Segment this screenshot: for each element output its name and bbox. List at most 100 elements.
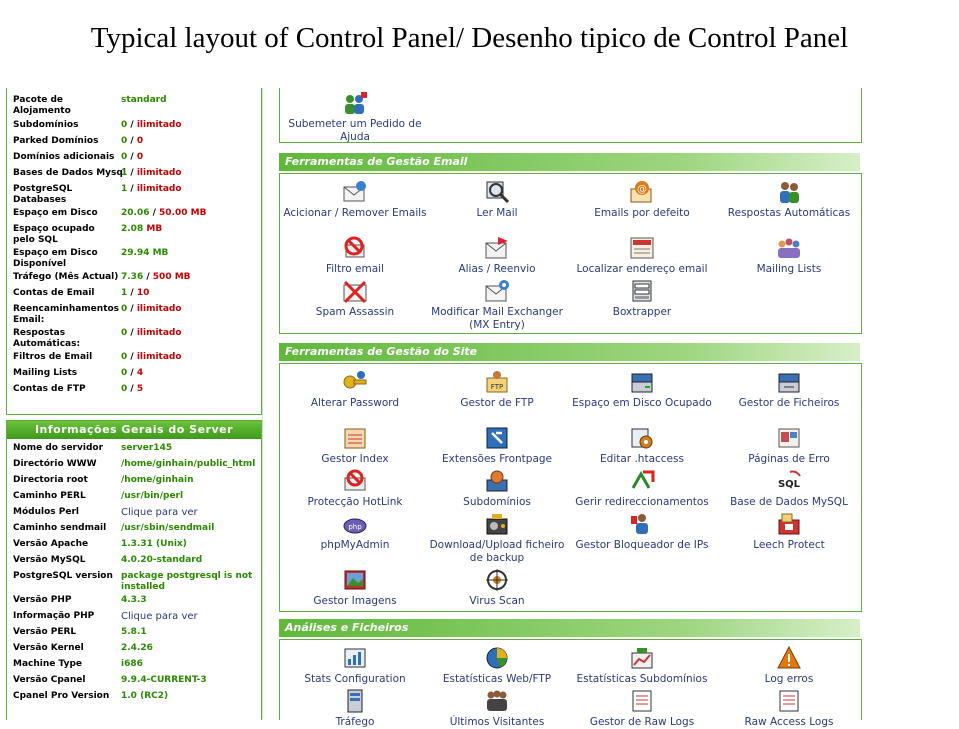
tool-alias-forward[interactable]: Alias / Reenvio (424, 235, 570, 276)
svg-text:@: @ (637, 184, 647, 195)
tool-disk-usage[interactable]: Espaço em Disco Ocupado (569, 369, 715, 410)
tool-find-email[interactable]: Localizar endereço email (569, 235, 715, 276)
info-label: Machine Type (13, 659, 82, 669)
tool-file-manager[interactable]: Gestor de Ficheiros (716, 369, 862, 410)
tool-virus-scan[interactable]: Virus Scan (424, 567, 570, 608)
stat-limit: 0 (136, 152, 144, 162)
svg-text:php: php (348, 523, 362, 531)
tool-change-password[interactable]: Alterar Password (282, 369, 428, 410)
tool-label: Estatísticas Subdomínios (576, 673, 708, 685)
pie-chart-icon (484, 645, 510, 671)
info-value: 1.3.31 (Unix) (121, 539, 187, 549)
tool-subdomains[interactable]: Subdomínios (424, 468, 570, 509)
section-title: Ferramentas de Gestão do Site (285, 345, 478, 358)
stat-separator: / (130, 384, 134, 394)
tool-redirects[interactable]: Gerir redireccionamentos (569, 468, 715, 509)
stat-separator: / (130, 136, 134, 146)
tool-label: Log erros (764, 673, 814, 685)
stat-label: Espaço em Disco (13, 208, 98, 218)
info-value: /usr/bin/perl (121, 491, 184, 501)
stat-label: Espaço ocupado pelo SQL (13, 224, 95, 245)
tool-error-log[interactable]: Log erros (716, 645, 862, 686)
tool-email-filter[interactable]: Filtro email (282, 235, 428, 276)
stat-label: Bases de Dados Mysql (13, 168, 126, 178)
tool-label: Leech Protect (753, 539, 825, 551)
account-stats-panel: Pacote de Alojamento standard Subdomínio… (6, 88, 262, 415)
magnifier-mail-icon (484, 179, 510, 205)
tool-index-manager[interactable]: Gestor Index (282, 425, 428, 466)
forward-mail-icon (484, 235, 510, 261)
server-traffic-icon (342, 688, 368, 714)
tool-ip-deny-manager[interactable]: Gestor Bloqueador de IPs (569, 511, 715, 552)
tool-edit-htaccess[interactable]: Editar .htaccess (569, 425, 715, 466)
tool-label: Virus Scan (469, 595, 525, 607)
stat-used: 0 (121, 384, 128, 394)
tool-boxtrapper[interactable]: Boxtrapper (569, 278, 715, 319)
stat-used: 20.06 (121, 208, 150, 218)
tool-label: Filtro email (325, 263, 385, 275)
tool-autoresponders[interactable]: Respostas Automáticas (716, 179, 862, 220)
tool-latest-visitors[interactable]: Últimos Visitantes (424, 688, 570, 729)
tool-raw-log-manager[interactable]: Gestor de Raw Logs (569, 688, 715, 729)
stat-label: Reencaminhamentos Email: (13, 304, 120, 325)
tool-image-manager[interactable]: Gestor Imagens (282, 567, 428, 608)
tool-bandwidth[interactable]: Tráfego (282, 688, 428, 729)
tool-label: Boxtrapper (612, 306, 672, 318)
stat-separator: / (130, 304, 134, 314)
stat-used: 0 (121, 136, 128, 146)
stat-limit: ilimitado (136, 120, 182, 130)
tool-mx-entry[interactable]: Modificar Mail Exchanger (MX Entry) (424, 278, 570, 332)
info-value: 4.0.20-standard (121, 555, 203, 565)
stat-label: Filtros de Email (13, 352, 93, 362)
tool-submit-support[interactable]: Subemeter um Pedido de Ajuda (282, 90, 428, 144)
stat-separator: / (130, 152, 134, 162)
server-info-panel: Informações Gerais do Server Nome do ser… (6, 420, 262, 720)
info-label: Caminho PERL (13, 491, 86, 501)
tool-label: Ler Mail (476, 207, 518, 219)
tool-spam-assassin[interactable]: Spam Assassin (282, 278, 428, 319)
tool-backup[interactable]: Download/Upload ficheiro de backup (424, 511, 570, 565)
perl-modules-link[interactable]: Clique para ver (121, 507, 198, 518)
ip-block-person-icon (629, 511, 655, 537)
tool-read-mail[interactable]: Ler Mail (424, 179, 570, 220)
tool-label: Últimos Visitantes (449, 716, 545, 728)
info-value: 2.4.26 (121, 643, 153, 653)
stat-used: 0 (121, 120, 128, 130)
section-title: Análises e Ficheiros (285, 621, 409, 634)
tool-label: Páginas de Erro (748, 453, 830, 465)
tool-mailing-lists[interactable]: Mailing Lists (716, 235, 862, 276)
stat-label: Domínios adicionais (13, 152, 115, 162)
column-divider (262, 88, 263, 719)
tool-add-remove-emails[interactable]: Acicionar / Remover Emails (282, 179, 428, 220)
analysis-tools-header: Análises e Ficheiros (279, 619, 860, 637)
htaccess-gear-icon (629, 425, 655, 451)
tool-leech-protect[interactable]: Leech Protect (716, 511, 862, 552)
stat-limit: ilimitado (136, 328, 182, 338)
tool-error-pages[interactable]: Páginas de Erro (716, 425, 862, 466)
tool-subdomain-stats[interactable]: Estatísticas Subdomínios (569, 645, 715, 686)
php-info-link[interactable]: Clique para ver (121, 611, 198, 622)
tool-raw-access-logs[interactable]: Raw Access Logs (716, 688, 862, 729)
tool-hotlink-protection[interactable]: Protecção HotLink (282, 468, 428, 509)
page-title: Typical layout of Control Panel/ Desenho… (90, 22, 849, 54)
stat-limit: ilimitado (136, 352, 182, 362)
tool-frontpage-extensions[interactable]: Extensões Frontpage (424, 425, 570, 466)
address-book-icon (629, 235, 655, 261)
tool-label: Alias / Reenvio (458, 263, 536, 275)
info-label: Informação PHP (13, 611, 95, 621)
stat-separator: / (130, 168, 134, 178)
redirect-arrows-icon (629, 468, 655, 494)
info-value: i686 (121, 659, 143, 669)
left-column: Pacote de Alojamento standard Subdomínio… (6, 88, 262, 720)
tool-web-ftp-stats[interactable]: Estatísticas Web/FTP (424, 645, 570, 686)
tool-stats-config[interactable]: Stats Configuration (282, 645, 428, 686)
tool-default-emails[interactable]: @Emails por defeito (569, 179, 715, 220)
stat-used: 1 (121, 168, 128, 178)
stat-value: standard (121, 95, 167, 105)
stat-separator: / (130, 120, 134, 130)
info-label: Caminho sendmail (13, 523, 107, 533)
stats-config-icon (342, 645, 368, 671)
